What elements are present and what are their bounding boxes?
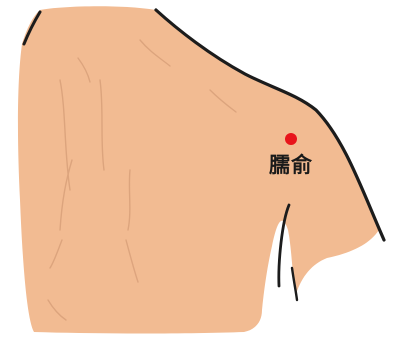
shoulder-skin (18, 6, 380, 333)
acupoint-label: 臑俞 (269, 153, 313, 177)
acupoint-marker (285, 133, 297, 145)
